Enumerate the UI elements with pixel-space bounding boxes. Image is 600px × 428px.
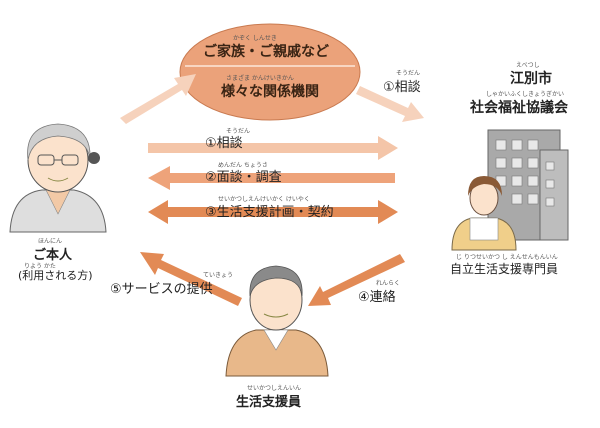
city-label: 江別市 <box>510 71 552 87</box>
arrow-step3 <box>148 200 398 224</box>
step3-ruby: せいかつしえんけいかく けいやく <box>218 196 310 203</box>
arrow-step2 <box>148 166 395 190</box>
step3-label: ③生活支援計画・契約 <box>205 205 334 220</box>
supporter-label: 生活支援員 <box>236 395 302 410</box>
step5-label: ⑤サービスの提供 <box>110 282 213 297</box>
arrow-step4 <box>308 254 405 306</box>
person-sub-ruby: りよう かた <box>24 263 56 270</box>
step4-ruby: れんらく <box>376 280 401 287</box>
council-ruby: しゃかいふくしきょうぎかい <box>486 91 565 98</box>
relations-ellipse <box>179 23 361 121</box>
family-label: ご家族・ご親戚など <box>203 44 329 60</box>
step2-label: ②面談・調査 <box>205 170 282 185</box>
arrow-step1 <box>148 136 398 160</box>
step1-label: ①相談 <box>205 136 243 151</box>
agencies-label: 様々な関係機関 <box>221 84 319 100</box>
supporter-ruby: せいかつしえんいん <box>247 385 302 392</box>
family-ruby: かぞく しんせき <box>233 35 277 42</box>
council-label: 社会福祉協議会 <box>470 100 568 116</box>
staff-woman-icon <box>451 176 517 251</box>
arrow-person-to-ellipse <box>120 74 196 124</box>
staff-label: 自立生活支援専門員 <box>450 262 559 276</box>
arrow-ellipse-to-council <box>356 86 424 122</box>
arrow-step5 <box>140 252 242 306</box>
person-sub-label: (利用される方) <box>18 269 93 282</box>
person-ruby: ほんにん <box>38 238 63 245</box>
step1-top-label: ①相談 <box>383 80 421 95</box>
step2-ruby: めんだん ちょうさ <box>218 162 268 169</box>
step1-ruby: そうだん <box>226 128 251 135</box>
step4-label: ④連絡 <box>358 290 396 305</box>
agencies-ruby: さまざま かんけいきかん <box>226 75 294 82</box>
step1-top-ruby: そうだん <box>396 70 421 77</box>
staff-ruby: じ りつせいかつ し えんせんもんいん <box>456 254 558 261</box>
supporter-man-icon <box>225 265 329 377</box>
city-ruby: えべつし <box>516 62 540 69</box>
step5-ruby: ていきょう <box>203 272 234 279</box>
person-label: ご本人 <box>33 248 73 263</box>
elderly-person-icon <box>9 123 107 233</box>
